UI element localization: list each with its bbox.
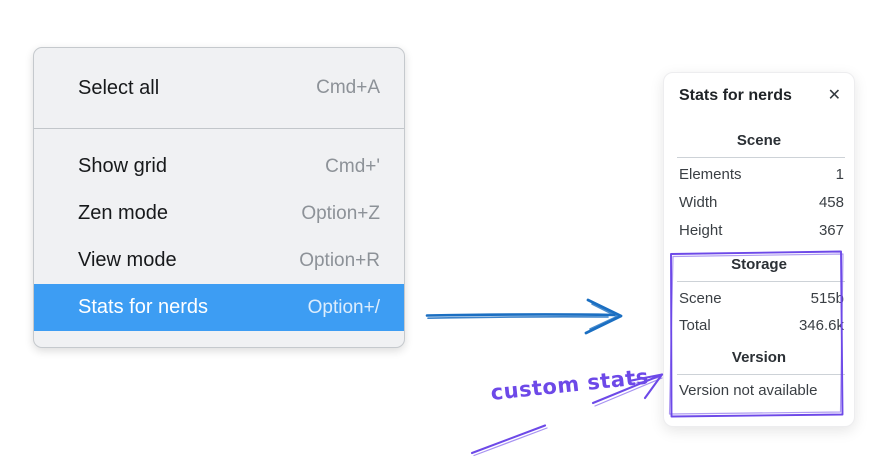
stat-label: Height bbox=[679, 222, 723, 239]
stats-panel-header: Stats for nerds ✕ bbox=[664, 73, 854, 107]
storage-divider bbox=[677, 281, 845, 282]
version-divider bbox=[677, 374, 845, 375]
menu-section-bottom: Show grid Cmd+' Zen mode Option+Z View m… bbox=[34, 129, 404, 344]
menu-item-label: View mode bbox=[78, 249, 177, 271]
menu-item-stats-for-nerds[interactable]: Stats for nerds Option+/ bbox=[34, 284, 404, 331]
menu-item-zen-mode[interactable]: Zen mode Option+Z bbox=[34, 190, 404, 237]
scene-divider bbox=[677, 157, 845, 158]
menu-item-select-all[interactable]: Select all Cmd+A bbox=[34, 58, 404, 118]
stat-label: Width bbox=[679, 194, 718, 211]
stat-value: 515b bbox=[810, 290, 844, 307]
stat-row-elements: Elements 1 bbox=[664, 161, 854, 189]
menu-item-shortcut: Cmd+A bbox=[316, 77, 380, 98]
annotation-text: custom stats bbox=[489, 364, 650, 405]
close-button[interactable]: ✕ bbox=[828, 87, 841, 105]
menu-item-label: Select all bbox=[78, 76, 160, 99]
menu-item-view-mode[interactable]: View mode Option+R bbox=[34, 237, 404, 284]
stat-row-height: Height 367 bbox=[664, 217, 854, 245]
stat-value: 367 bbox=[818, 222, 844, 239]
stat-label: Scene bbox=[679, 290, 722, 307]
stat-label: Elements bbox=[679, 166, 742, 183]
stat-row-width: Width 458 bbox=[664, 189, 854, 217]
stat-value: 458 bbox=[818, 194, 844, 211]
menu-item-shortcut: Option+R bbox=[299, 249, 380, 271]
menu-item-shortcut: Option+/ bbox=[307, 296, 380, 318]
stats-panel-title: Stats for nerds bbox=[679, 87, 792, 104]
menu-item-shortcut: Option+Z bbox=[301, 202, 380, 224]
version-section-heading: Version bbox=[731, 349, 787, 366]
menu-item-label: Stats for nerds bbox=[78, 296, 209, 318]
stat-label: Total bbox=[679, 317, 711, 334]
stat-value: 346.6k bbox=[798, 317, 844, 334]
blue-arrow bbox=[425, 298, 623, 335]
scene-section-heading: Scene bbox=[736, 132, 782, 149]
menu-item-label: Show grid bbox=[78, 155, 167, 177]
menu-item-show-grid[interactable]: Show grid Cmd+' bbox=[34, 143, 404, 190]
menu-item-shortcut: Cmd+' bbox=[325, 155, 380, 177]
scene-rows: Elements 1 Width 458 Height 367 bbox=[664, 161, 854, 245]
context-menu: Select all Cmd+A Show grid Cmd+' Zen mod… bbox=[33, 47, 405, 348]
stat-value: 1 bbox=[835, 166, 844, 183]
menu-section-top: Select all Cmd+A bbox=[34, 48, 404, 129]
menu-item-label: Zen mode bbox=[78, 202, 169, 224]
stat-row-storage-scene: Scene 515b bbox=[664, 285, 854, 312]
version-note: Version not available bbox=[679, 382, 818, 399]
stats-panel: Stats for nerds ✕ Scene Elements 1 Width… bbox=[663, 72, 855, 427]
storage-rows: Scene 515b Total 346.6k bbox=[664, 285, 854, 339]
close-icon: ✕ bbox=[827, 87, 841, 104]
storage-section-heading: Storage bbox=[731, 256, 787, 273]
stat-row-storage-total: Total 346.6k bbox=[664, 312, 854, 339]
